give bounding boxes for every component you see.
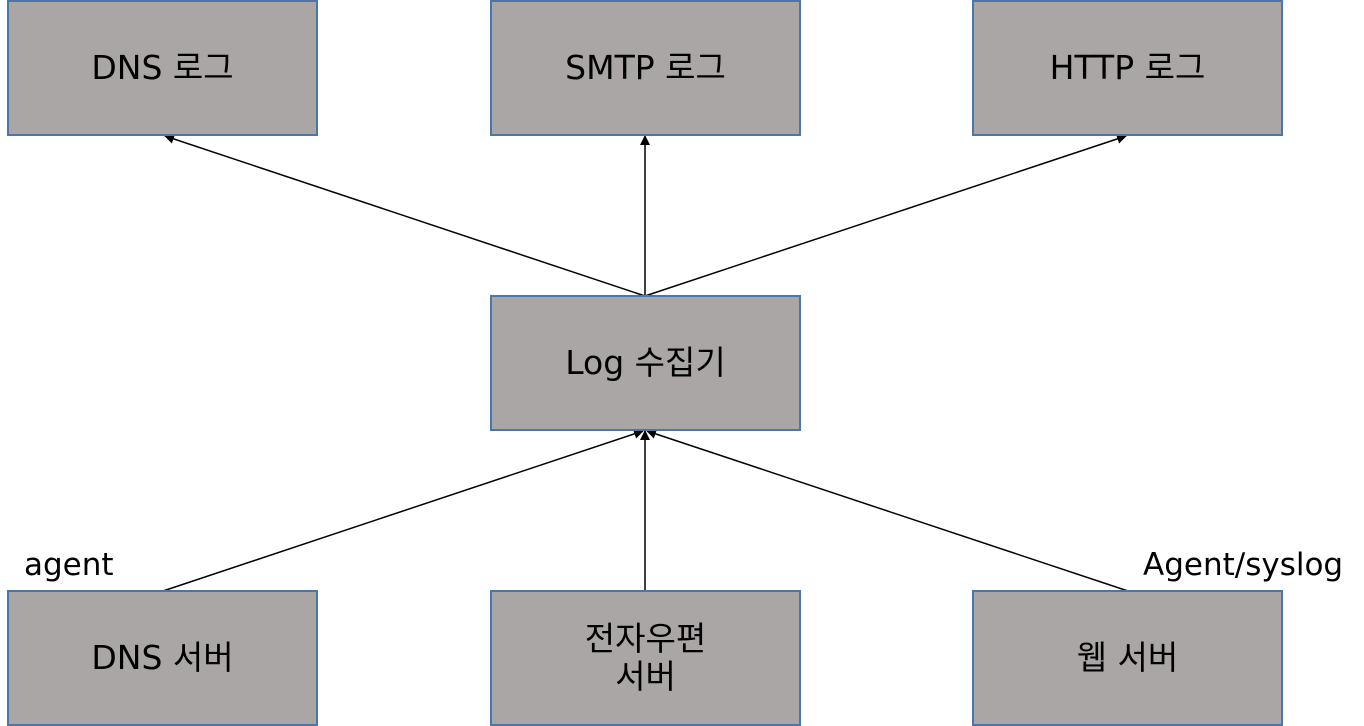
edge-collector-to-dns-log — [164, 134, 646, 297]
log-collector-label: Log 수집기 — [565, 343, 726, 383]
agent-annotation: agent — [24, 547, 114, 583]
dns-log-box: DNS 로그 — [7, 0, 318, 136]
log-collector-box: Log 수집기 — [490, 295, 801, 431]
edge-collector-to-http-log — [644, 134, 1127, 297]
dns-server-label: DNS 서버 — [91, 638, 234, 678]
http-log-box: HTTP 로그 — [972, 0, 1283, 136]
web-server-label: 웹 서버 — [1076, 638, 1179, 678]
mail-server-label-line1: 전자우편 — [584, 619, 707, 659]
edge-web-server-to-collector — [646, 429, 1129, 592]
agent-syslog-annotation: Agent/syslog — [1143, 547, 1344, 583]
web-server-box: 웹 서버 — [972, 590, 1283, 726]
smtp-log-box: SMTP 로그 — [490, 0, 801, 136]
edge-dns-server-to-collector — [162, 429, 644, 592]
http-log-label: HTTP 로그 — [1049, 48, 1206, 88]
mail-server-box: 전자우편 서버 — [490, 590, 801, 726]
dns-server-box: DNS 서버 — [7, 590, 318, 726]
mail-server-label-line2: 서버 — [615, 657, 676, 696]
dns-log-label: DNS 로그 — [91, 48, 234, 88]
smtp-log-label: SMTP 로그 — [565, 48, 726, 88]
